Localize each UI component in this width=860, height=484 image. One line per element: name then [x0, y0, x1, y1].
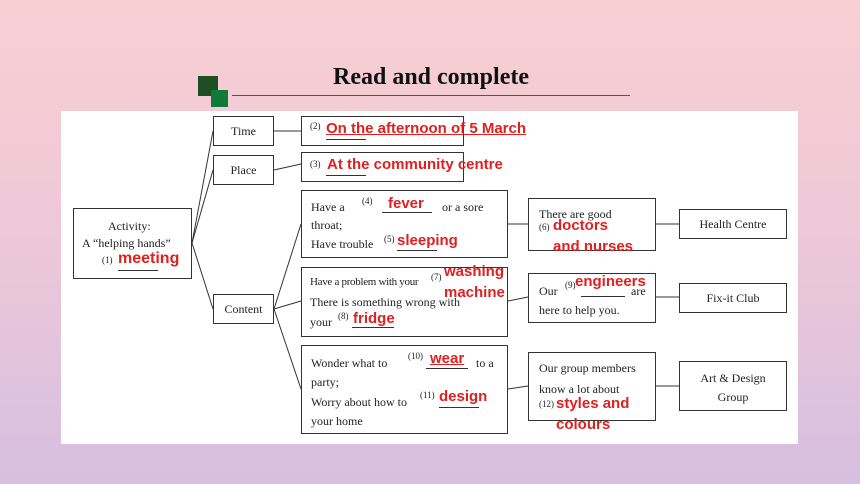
h3-number-12: (12) — [539, 399, 554, 409]
c3-blank-10 — [426, 368, 468, 369]
c3-text-1b: to a — [476, 356, 494, 370]
connector-c2-h2 — [507, 296, 529, 302]
place-box: (3) — [301, 152, 464, 182]
answer-4: fever — [388, 195, 424, 212]
category-time: Time — [213, 116, 274, 146]
content-box-1: Have a (4) or a sore throat; Have troubl… — [301, 190, 508, 258]
answer-3: At the community centre — [327, 156, 503, 173]
place-art-design: Art & Design Group — [679, 361, 787, 411]
help-box-1: There are good (6) — [528, 198, 656, 251]
answer-11: design — [439, 388, 488, 405]
c3-blank-11 — [439, 407, 479, 408]
category-content: Content — [213, 294, 274, 324]
activity-blank — [118, 270, 158, 271]
place-art-design-line1: Art & Design — [700, 371, 766, 385]
decorative-square-green — [211, 90, 228, 107]
answer-12b: colours — [556, 416, 611, 433]
h1-number-6: (6) — [539, 222, 550, 232]
place-number: (3) — [310, 159, 321, 169]
page-title: Read and complete — [333, 64, 529, 90]
c3-number-10: (10) — [408, 351, 423, 361]
c3-number-11: (11) — [420, 390, 435, 400]
c1-text-1a: Have a — [311, 200, 345, 214]
h2-text-1b: are — [631, 284, 646, 298]
content-box-2: Have a problem with your (7) There is so… — [301, 267, 508, 337]
c1-blank-4 — [382, 212, 432, 213]
time-number: (2) — [310, 121, 321, 131]
connector-activity-content — [191, 242, 214, 310]
connector-content-3 — [273, 308, 302, 390]
time-blank — [326, 139, 366, 140]
connector-content-2 — [273, 300, 302, 310]
place-blank — [326, 175, 366, 176]
connector-c3-h3 — [507, 385, 529, 390]
place-art-design-line2: Group — [717, 390, 749, 404]
c1-number-5: (5) — [384, 234, 395, 244]
activity-label: Activity: — [108, 219, 151, 233]
h3-text-1: Our group members — [539, 361, 636, 375]
h2-text-1a: Our — [539, 284, 558, 298]
place-health-centre: Health Centre — [679, 209, 787, 239]
h2-blank-9 — [581, 296, 625, 297]
c2-blank-8 — [352, 327, 394, 328]
connector-place-answer — [273, 163, 302, 171]
answer-2: On the afternoon of 5 March — [326, 120, 527, 137]
c3-text-4: your home — [311, 414, 363, 428]
c1-number-4: (4) — [362, 196, 373, 206]
connector-activity-place — [191, 169, 214, 244]
h3-text-2: know a lot about — [539, 382, 620, 396]
c3-text-1a: Wonder what to — [311, 356, 388, 370]
c2-text-2: There is something wrong with — [310, 295, 460, 309]
c2-number-8: (8) — [338, 311, 349, 321]
place-fixit-club: Fix-it Club — [679, 283, 787, 313]
activity-name: A “helping hands” — [82, 236, 171, 250]
content-box-3: Wonder what to (10) to a party; Worry ab… — [301, 345, 508, 434]
h1-text-1: There are good — [539, 207, 612, 221]
help-box-2: Our (9) are here to help you. — [528, 273, 656, 323]
answer-5: sleeping — [397, 232, 458, 249]
activity-box: Activity: A “helping hands” (1) — [73, 208, 192, 279]
c3-text-2: party; — [311, 375, 339, 389]
title-underline — [232, 95, 630, 96]
h2-number-9: (9) — [565, 280, 576, 290]
c1-text-3: Have trouble — [311, 237, 374, 251]
h2-text-2: here to help you. — [539, 303, 620, 317]
c2-text-3: your — [310, 315, 332, 329]
answer-7b: machine — [444, 284, 505, 301]
time-box: (2) — [301, 116, 464, 146]
c2-number-7: (7) — [431, 272, 442, 282]
answer-7a: washing — [444, 263, 505, 280]
help-box-3: Our group members know a lot about (12) — [528, 352, 656, 421]
answer-12a: styles and — [556, 395, 630, 412]
answer-8: fridge — [353, 310, 395, 327]
connector-content-1 — [273, 223, 302, 310]
answer-9: engineers — [575, 273, 646, 290]
answer-1: meeting — [118, 250, 180, 267]
answer-6b: and nurses — [553, 238, 634, 255]
c1-blank-5 — [397, 250, 437, 251]
c1-text-2: throat; — [311, 218, 343, 232]
answer-6a: doctors — [553, 217, 609, 234]
c2-text-1: Have a problem with your — [310, 276, 419, 288]
c1-text-1b: or a sore — [442, 200, 484, 214]
activity-number: (1) — [102, 255, 113, 265]
c3-text-3: Worry about how to — [311, 395, 408, 409]
answer-10: wear — [430, 350, 465, 367]
category-place: Place — [213, 155, 274, 185]
connector-activity-time — [191, 130, 214, 244]
